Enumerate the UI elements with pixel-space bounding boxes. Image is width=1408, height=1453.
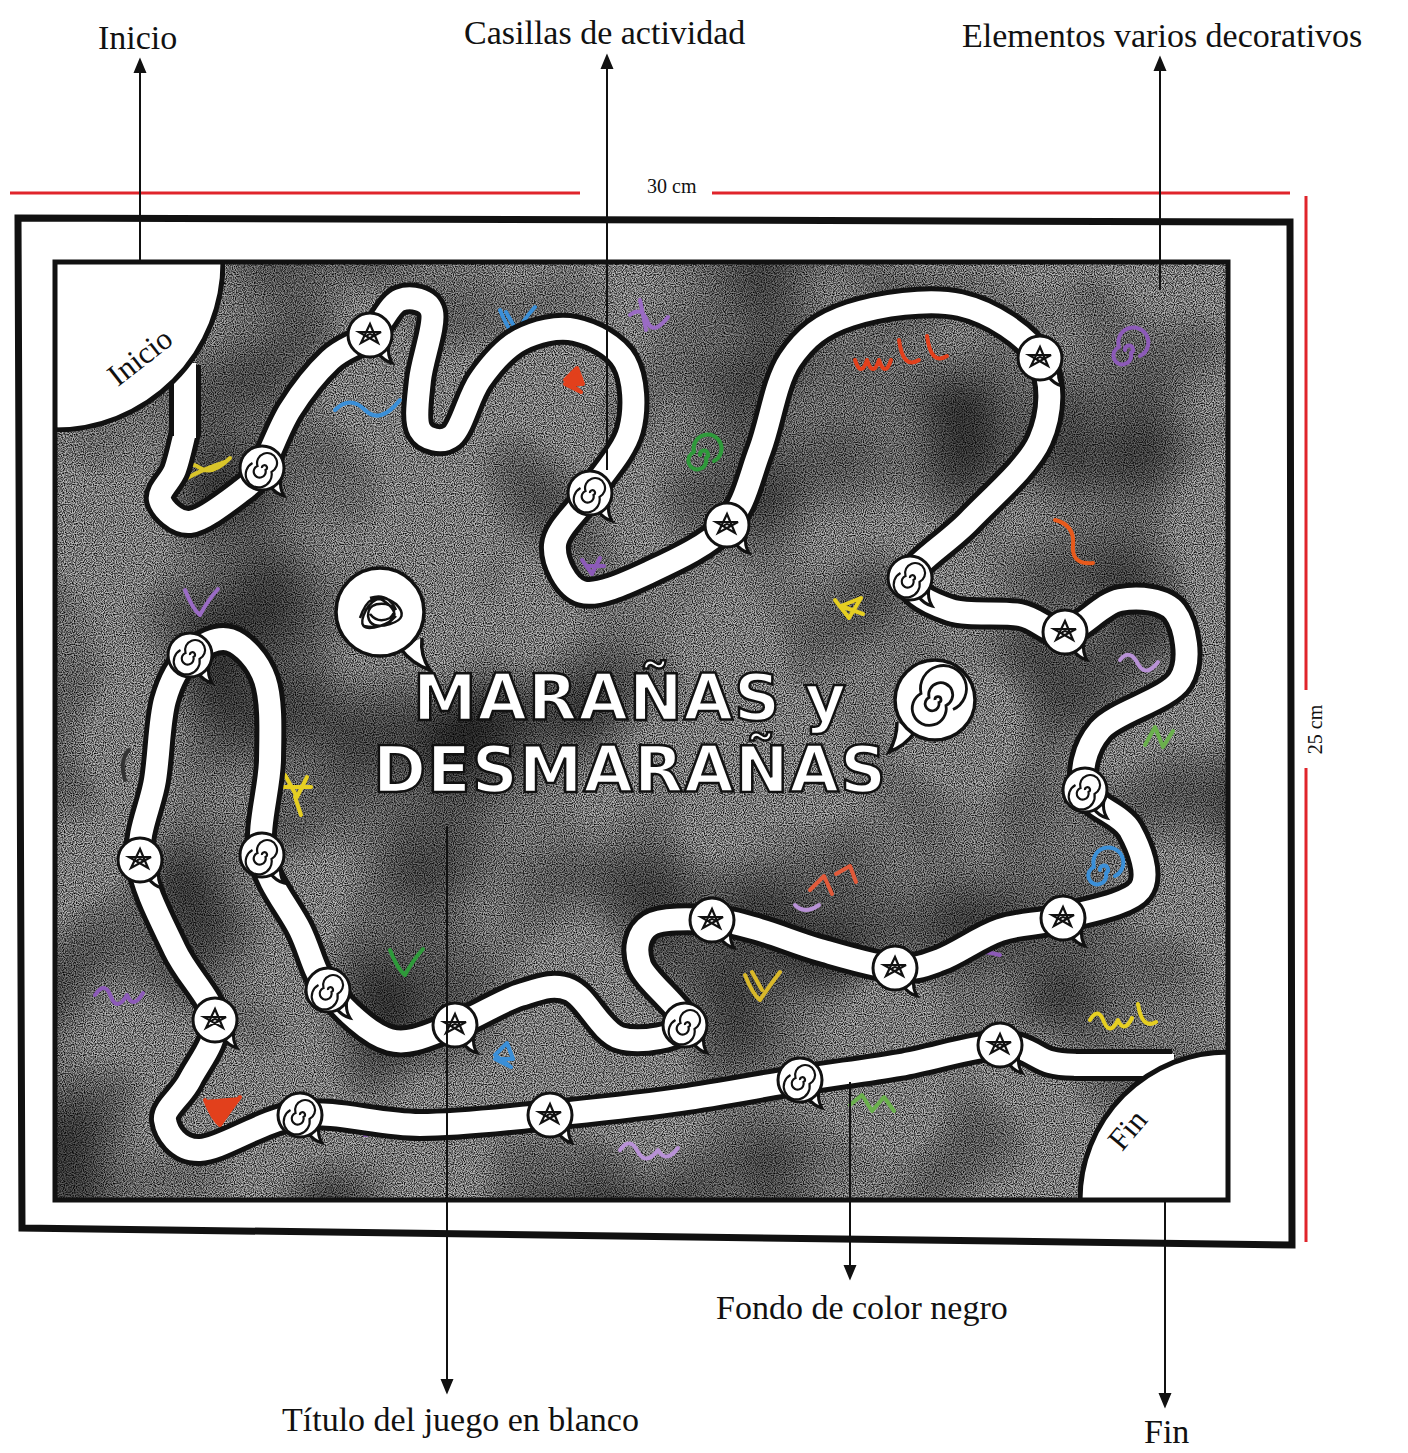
end-corner: Fin xyxy=(1078,1050,1228,1200)
big-scribble-bubble xyxy=(336,568,430,670)
annotation-label: Elementos varios decorativos xyxy=(962,16,1362,55)
game-track xyxy=(140,298,1187,1150)
start-corner: Inicio xyxy=(55,262,225,432)
annotation-label: Fondo de color negro xyxy=(716,1288,1008,1327)
annotation-label: Inicio xyxy=(98,18,177,57)
board-frame xyxy=(18,218,1292,1245)
dimension-lines xyxy=(10,193,1306,1242)
annotation-label: Fin xyxy=(1144,1412,1189,1451)
board-inner-border xyxy=(55,262,1228,1200)
board-ground-speckle xyxy=(55,262,1228,1200)
board-ground-blots xyxy=(55,262,1228,1200)
game-board: MARAÑAS y DESMARAÑAS InicioFin xyxy=(55,262,1228,1200)
game-title: MARAÑAS y DESMARAÑAS xyxy=(330,663,930,806)
board-ground xyxy=(55,262,1228,1200)
annotation-label: Casillas de actividad xyxy=(464,13,745,52)
big-spiral-bubble xyxy=(889,660,975,752)
track-stubs xyxy=(185,363,1174,1065)
dimension-label: 30 cm xyxy=(647,175,696,198)
dimension-label: 25 cm xyxy=(1304,705,1327,754)
activity-square-set xyxy=(118,313,1107,1143)
annotation-label: Título del juego en blanco xyxy=(282,1400,639,1439)
